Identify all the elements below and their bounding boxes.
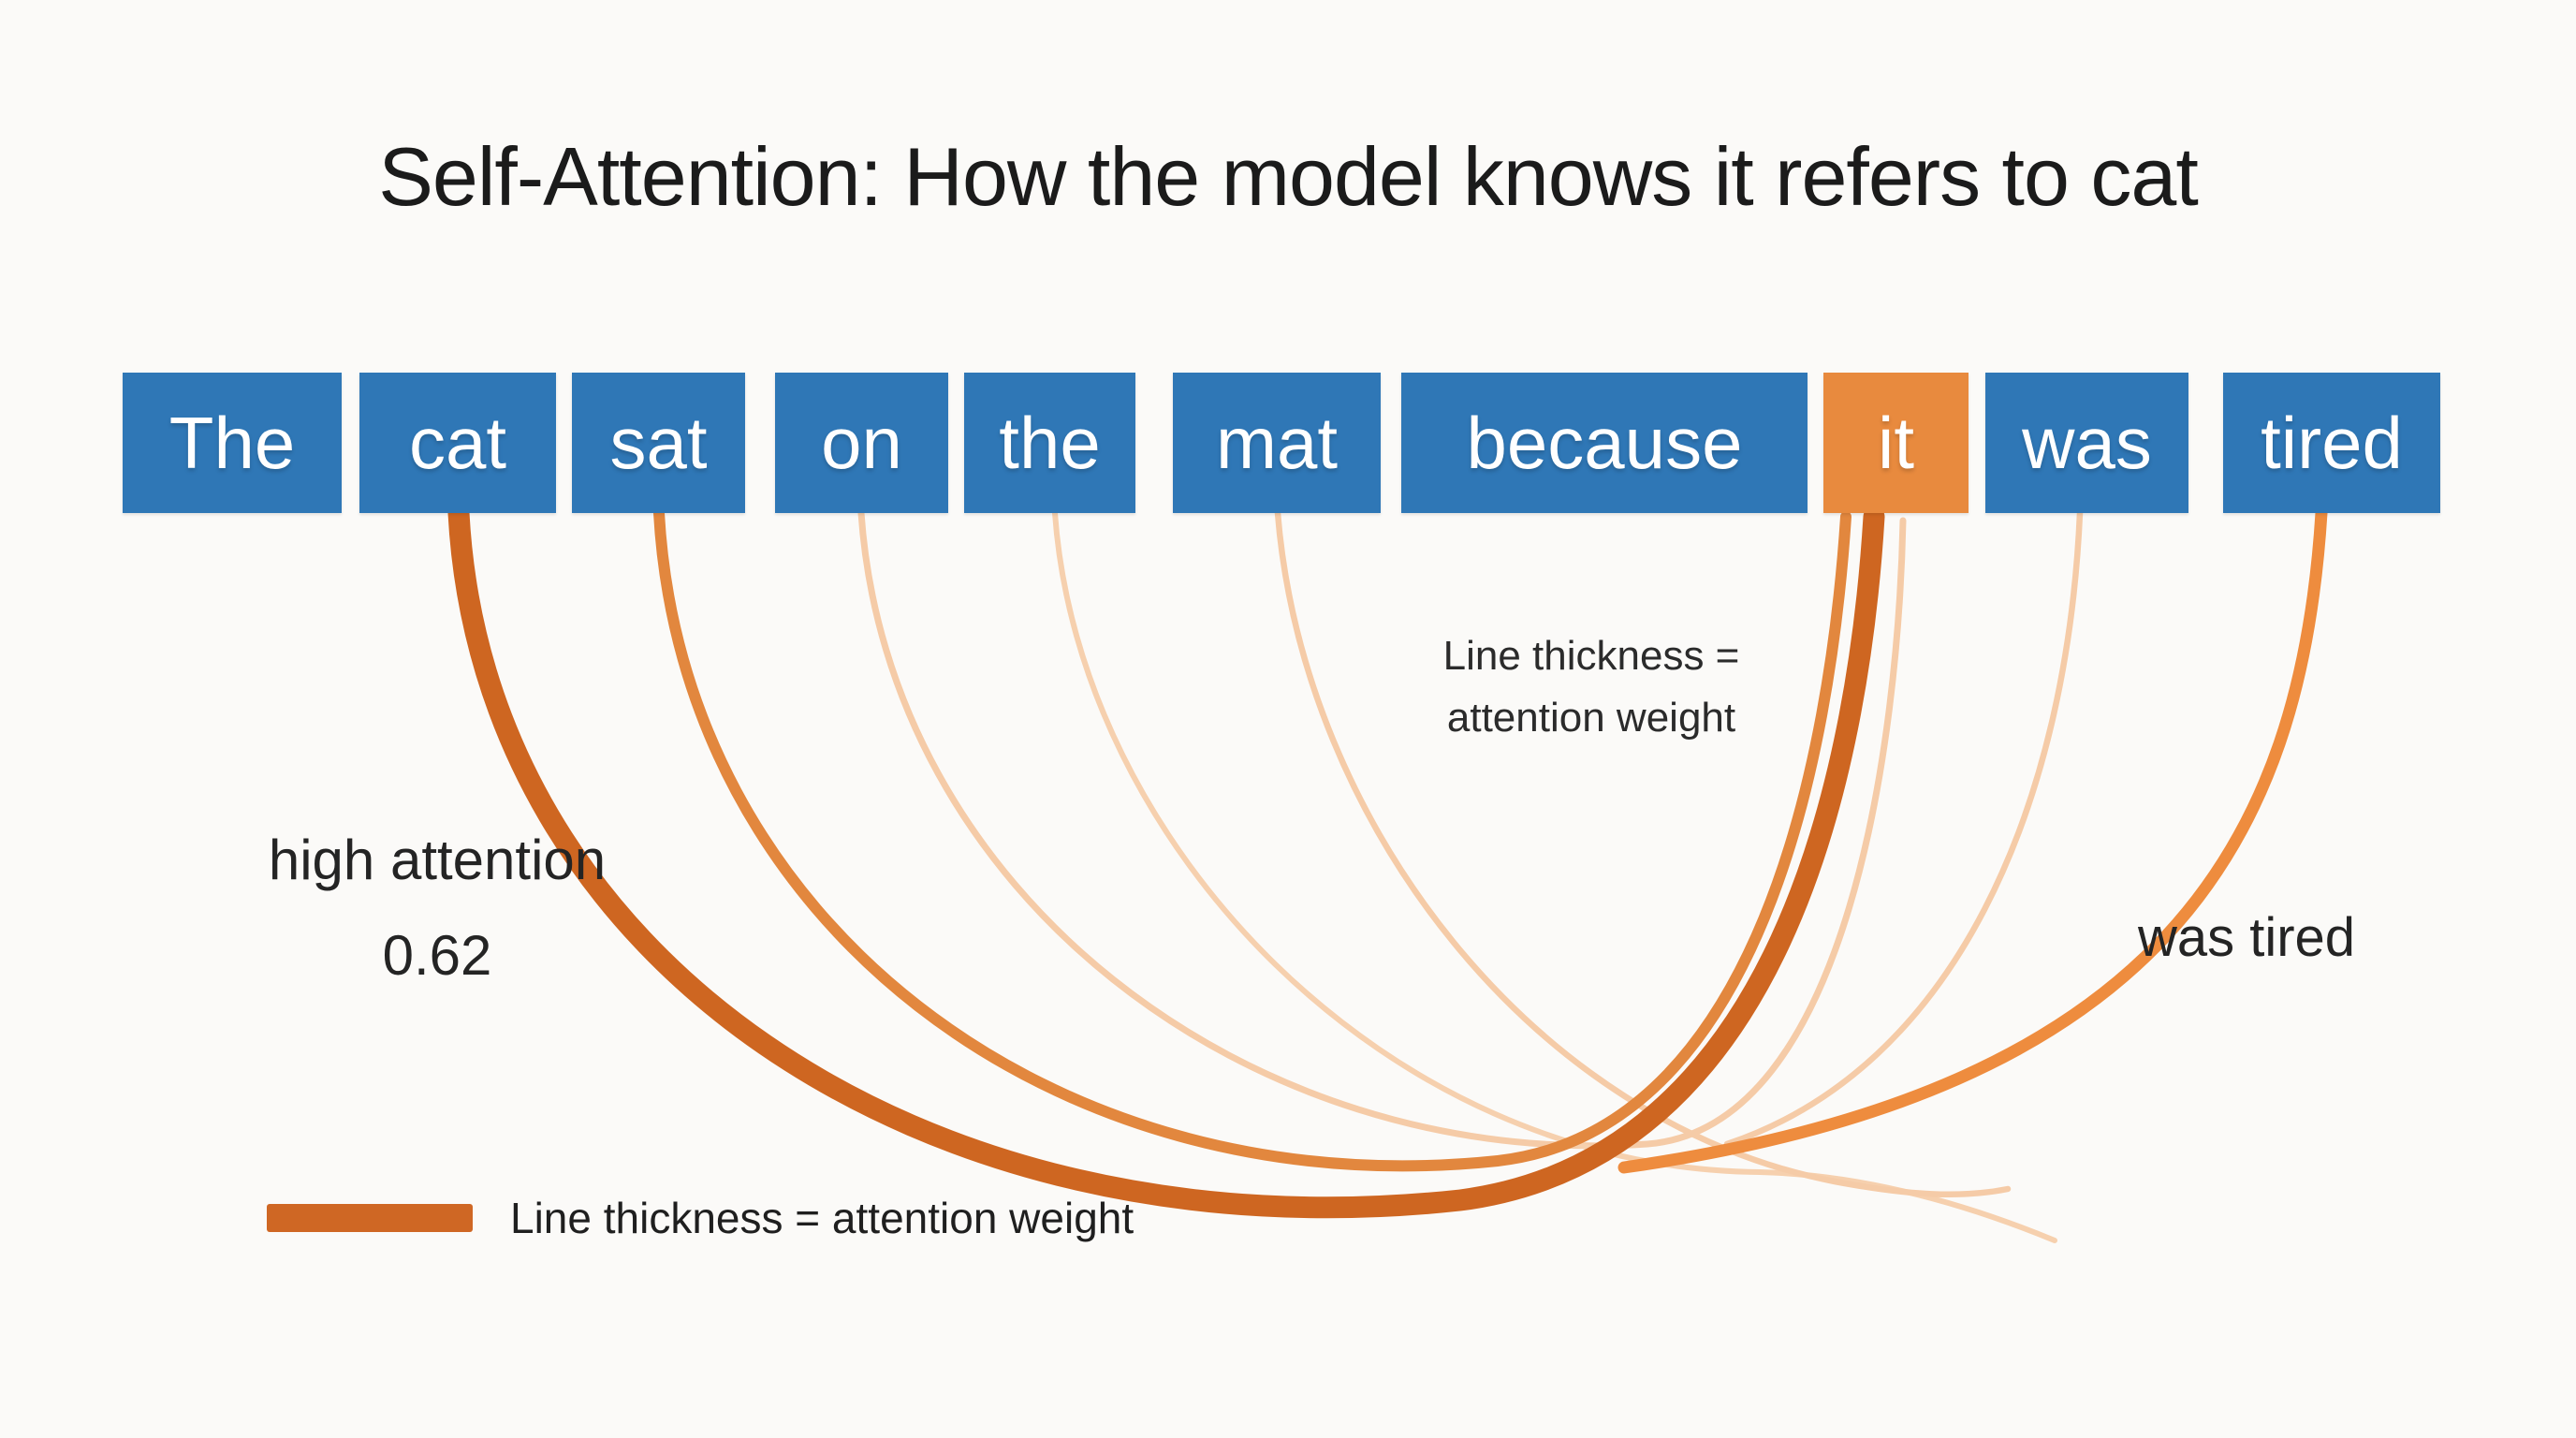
line-thickness-annotation-line1: Line thickness = <box>1442 633 1740 679</box>
token-sat: sat <box>572 373 745 513</box>
high-attention-value: 0.62 <box>382 924 492 987</box>
was-tired-annotation: was tired <box>2137 907 2356 968</box>
legend-swatch <box>267 1204 473 1232</box>
token-on: on <box>775 373 948 513</box>
high-attention-label: high attention <box>268 829 607 891</box>
token-because: because <box>1401 373 1808 513</box>
token-the-1: The <box>123 373 342 513</box>
token-mat: mat <box>1173 373 1381 513</box>
page-title: Self-Attention: How the model knows it r… <box>378 130 2199 223</box>
token-was: was <box>1985 373 2188 513</box>
arc-mat-to-it <box>1274 509 2012 1198</box>
legend: Line thickness = attention weight <box>267 1194 1134 1242</box>
token-tired: tired <box>2223 373 2440 513</box>
high-attention-annotation: high attention 0.62 <box>156 813 718 1004</box>
line-thickness-annotation: Line thickness = attention weight <box>1310 625 1872 749</box>
arc-sat-to-it <box>653 507 1852 1172</box>
arc-tired-to-it <box>1617 506 2328 1174</box>
arc-the-to-it <box>1052 510 2057 1243</box>
token-it-highlighted: it <box>1823 373 1969 513</box>
arc-was-to-it <box>1723 509 2084 1148</box>
line-thickness-annotation-line2: attention weight <box>1446 695 1736 741</box>
token-cat: cat <box>359 373 556 513</box>
legend-label: Line thickness = attention weight <box>510 1194 1134 1242</box>
token-the-2: the <box>964 373 1135 513</box>
arc-cat-to-it <box>447 502 1885 1219</box>
